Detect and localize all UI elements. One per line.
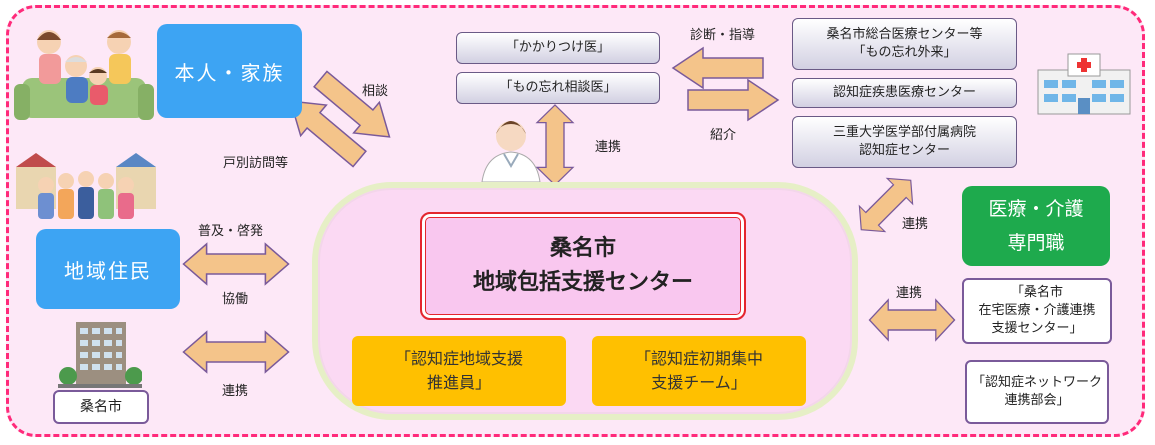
label-renkei-city: 連携 [222, 384, 249, 399]
kuwana-general-box: 桑名市総合医療センター等 「もの忘れ外来」 [792, 18, 1017, 70]
promoter-line1: 「認知症地域支援 [394, 349, 523, 368]
promoter-line2: 推進員」 [426, 373, 491, 392]
label-renkei-professional: 連携 [896, 286, 923, 301]
label-renkei-hospital: 連携 [902, 217, 929, 232]
doctor-illustration [481, 121, 541, 182]
medical-care-line2: 専門職 [1007, 232, 1065, 254]
kuwana-city-label: 桑名市 [80, 399, 122, 415]
center-title-line1: 桑名市 [549, 236, 616, 261]
kuwana-city-box: 桑名市 [53, 390, 149, 424]
kakaritsuke-label: 「かかりつけ医」 [505, 40, 611, 55]
monowasure-soudan-box: 「もの忘れ相談医」 [456, 72, 660, 104]
dementia-network-line1: 「認知症ネットワーク [971, 375, 1102, 390]
kuwana-general-line2: 「もの忘れ外来」 [852, 45, 957, 60]
family-illustration [14, 30, 154, 120]
kuwana-general-line1: 桑名市総合医療センター等 [826, 27, 983, 42]
label-renkei-doctor: 連携 [595, 140, 622, 155]
kakaritsuke-box: 「かかりつけ医」 [456, 32, 660, 64]
label-kobetsu-houmon: 戸別訪問等 [223, 156, 289, 171]
medical-care-line1: 医療・介護 [988, 198, 1084, 220]
medical-care-box: 医療・介護 専門職 [962, 186, 1110, 266]
city-arrow [182, 331, 290, 373]
home-care-line1: 「桑名市 [1010, 285, 1063, 300]
community-residents-label: 地域住民 [64, 258, 152, 283]
dementia-center-box: 認知症疾患医療センター [792, 78, 1017, 108]
professional-link-arrow [868, 299, 956, 341]
person-family-label: 本人・家族 [174, 60, 285, 85]
mie-univ-line1: 三重大学医学部付属病院 [832, 125, 976, 140]
support-team-line2: 支援チーム」 [651, 373, 747, 392]
promoter-box: 「認知症地域支援 推進員」 [352, 336, 566, 406]
dementia-network-line2: 連携部会」 [1004, 393, 1070, 408]
community-residents-box: 地域住民 [36, 229, 180, 309]
city-hall-illustration [58, 322, 142, 388]
center-title-box: 桑名市 地域包括支援センター [420, 212, 746, 320]
home-care-line2: 在宅医療・介護連携 [978, 303, 1096, 318]
home-care-line3: 支援センター」 [991, 321, 1083, 336]
hospital-illustration [1037, 53, 1131, 115]
support-team-line1: 「認知症初期集中 [634, 349, 763, 368]
home-care-center-box: 「桑名市 在宅医療・介護連携 支援センター」 [962, 278, 1112, 344]
residents-arrow [182, 243, 290, 285]
mie-univ-line2: 認知症センター [858, 143, 950, 158]
community-illustration [16, 153, 156, 219]
monowasure-soudan-label: 「もの忘れ相談医」 [499, 80, 617, 95]
dementia-center-label: 認知症疾患医療センター [832, 85, 976, 100]
person-family-box: 本人・家族 [157, 24, 302, 118]
label-kyoudou: 協働 [222, 292, 249, 307]
center-title-line2: 地域包括支援センター [472, 270, 693, 295]
label-shoukai: 紹介 [710, 128, 737, 143]
label-soudan: 相談 [362, 84, 389, 99]
label-fukyu-keihatsu: 普及・啓発 [198, 224, 264, 239]
support-team-box: 「認知症初期集中 支援チーム」 [592, 336, 806, 406]
dementia-network-box: 「認知症ネットワーク 連携部会」 [965, 360, 1109, 424]
label-shindan-shidou: 診断・指導 [690, 28, 756, 43]
mie-univ-box: 三重大学医学部付属病院 認知症センター [792, 116, 1017, 168]
